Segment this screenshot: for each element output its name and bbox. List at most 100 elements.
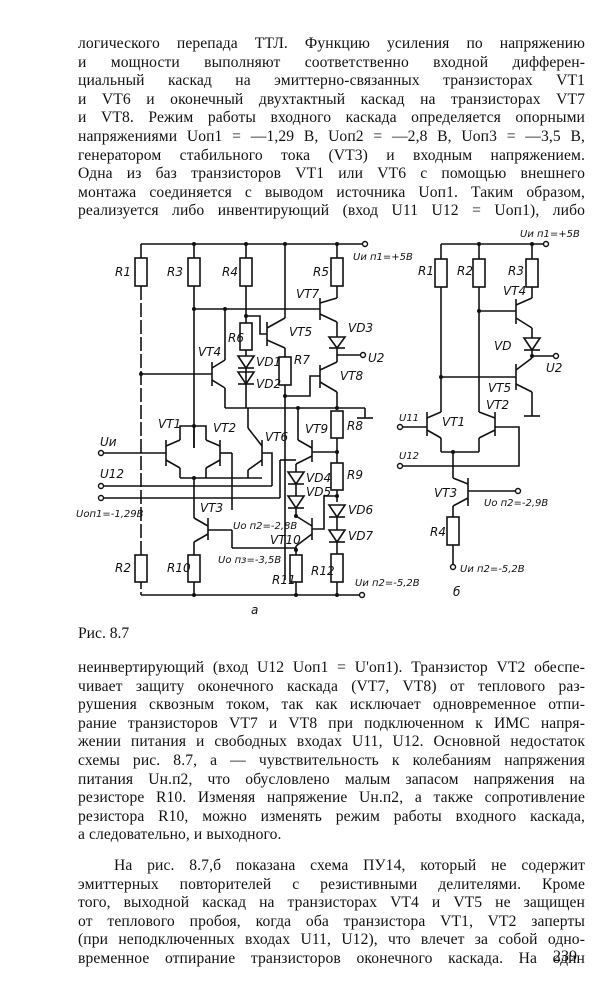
text-line: циальный каскад на эмиттерно-связанных т… bbox=[78, 72, 585, 90]
diode-vd5 bbox=[286, 495, 306, 510]
schematic-panel-b bbox=[396, 240, 560, 571]
text-line: логического перепада ТТЛ. Функцию усилен… bbox=[78, 35, 585, 52]
text-line: и VT6 и оконечный двухтактный каскад на … bbox=[78, 90, 585, 108]
label-input-2-b: U12 bbox=[399, 451, 419, 462]
label-r2-b: R2 bbox=[457, 264, 473, 278]
label-panel-b: б bbox=[453, 585, 461, 599]
output-terminal-u2-b bbox=[552, 352, 560, 360]
label-vd1: VD1 bbox=[256, 355, 281, 369]
label-supply-neg-b: Uи п2=-5,2В bbox=[460, 564, 525, 575]
text-line: монтажа соединяется с выводом источника … bbox=[78, 183, 585, 201]
label-vd3: VD3 bbox=[348, 321, 373, 335]
label-r11: R11 bbox=[272, 573, 296, 587]
resistor-r4-b bbox=[446, 516, 460, 546]
label-ref1: Uоп1=-1,29В bbox=[76, 509, 144, 520]
label-r12: R12 bbox=[311, 564, 335, 578]
resistor-r3 bbox=[187, 257, 201, 287]
label-supply-pos-b: Uи п1=+5В bbox=[520, 229, 580, 240]
label-ref2-b: Uо п2=-2,9В bbox=[484, 498, 548, 509]
label-vd-b: VD bbox=[494, 339, 511, 353]
label-vd7: VD7 bbox=[348, 529, 373, 543]
label-vt7: VT7 bbox=[296, 287, 320, 301]
input-terminal-u11-b bbox=[396, 423, 404, 431]
label-r8: R8 bbox=[347, 419, 363, 433]
diode-vd4 bbox=[286, 471, 306, 486]
label-vt8: VT8 bbox=[340, 369, 364, 383]
label-vt6: VT6 bbox=[265, 430, 289, 444]
text-line: чивает защиту оконечного каскада (VT7, V… bbox=[78, 677, 585, 695]
schematic-panel-a bbox=[97, 240, 373, 599]
text-line: неинвертирующий (вход U12 Uоп1 = U'оп1).… bbox=[78, 659, 585, 676]
label-r10: R10 bbox=[167, 561, 191, 575]
label-ref2: Uо п2=-2,8В bbox=[233, 521, 297, 532]
text-line: схемы рис. 8.7, а — чувствительность к к… bbox=[78, 751, 585, 769]
text-line: того, выходной каскад на транзисторах VT… bbox=[78, 894, 585, 912]
resistor-r2-b bbox=[472, 258, 486, 288]
resistor-r1 bbox=[134, 257, 148, 287]
supply-terminal-neg bbox=[358, 591, 366, 599]
text-line: (при неподключенных входах U11, U12), чт… bbox=[78, 931, 585, 949]
diode-vd6 bbox=[327, 504, 347, 519]
paragraph-top: логического перепада ТТЛ. Функцию усилен… bbox=[78, 35, 585, 221]
label-r1-b: R1 bbox=[418, 264, 434, 278]
label-vt1-b: VT1 bbox=[442, 415, 465, 429]
resistor-r5 bbox=[330, 257, 344, 287]
label-vd5: VD5 bbox=[306, 485, 331, 499]
diode-vd7 bbox=[327, 529, 347, 544]
resistor-r3-b bbox=[525, 258, 539, 288]
label-supply-neg: Uи п2=-5,2В bbox=[355, 578, 420, 589]
text-line: эмиттерных повторителей с резистивными д… bbox=[78, 875, 585, 893]
text-line: резисторе R10. Изменяя напряжение Uн.п2,… bbox=[78, 789, 585, 807]
resistor-r4 bbox=[239, 257, 253, 287]
text-line: а следовательно, и выходного. bbox=[78, 826, 282, 844]
text-line: На рис. 8.7,б показана схема ПУ14, котор… bbox=[114, 857, 585, 874]
label-panel-a: а bbox=[251, 603, 258, 617]
label-input-1: Uи bbox=[100, 435, 117, 449]
label-vt3: VT3 bbox=[200, 501, 223, 515]
page-number: 239 bbox=[553, 948, 577, 965]
resistor-r2 bbox=[134, 554, 148, 583]
paragraph-middle: неинвертирующий (вход U12 Uоп1 = U'оп1).… bbox=[78, 659, 585, 845]
ref-terminal-b bbox=[514, 487, 522, 495]
text-line: питания Uн.п2, что обусловлено малым зап… bbox=[78, 770, 585, 788]
resistor-r1-b bbox=[434, 258, 448, 288]
text-line: напряжениями Uоп1 = —1,29 В, Uоп2 = —2,8… bbox=[78, 127, 585, 145]
text-line: и VT8. Режим работы входного каскада опр… bbox=[78, 109, 585, 127]
label-r3: R3 bbox=[167, 265, 183, 279]
label-vt5: VT5 bbox=[289, 325, 312, 339]
output-terminal-u2 bbox=[359, 351, 367, 359]
text-line: Одна из баз транзисторов VT1 или VT6 с п… bbox=[78, 165, 585, 183]
text-line: от теплового пробоя, когда оба транзисто… bbox=[78, 912, 585, 930]
label-r9: R9 bbox=[347, 468, 363, 482]
label-vt2: VT2 bbox=[213, 421, 236, 435]
ref-terminal-uon1 bbox=[97, 494, 105, 502]
label-r6: R6 bbox=[228, 331, 244, 345]
label-r1: R1 bbox=[115, 265, 131, 279]
text-line: резистора R10, можно изменять режим рабо… bbox=[78, 807, 585, 825]
paragraph-bottom: На рис. 8.7,б показана схема ПУ14, котор… bbox=[78, 857, 585, 969]
label-r4: R4 bbox=[222, 265, 238, 279]
label-vt9: VT9 bbox=[305, 422, 328, 436]
label-r4-b: R4 bbox=[430, 525, 446, 539]
label-vt10: VT10 bbox=[270, 533, 301, 547]
input-terminal-u12-b bbox=[396, 462, 404, 470]
label-vd6: VD6 bbox=[348, 503, 373, 517]
label-r2: R2 bbox=[115, 561, 131, 575]
supply-terminal-pos bbox=[361, 240, 369, 248]
input-terminal-u11 bbox=[97, 449, 105, 457]
text-line: генератором стабильного тока (VT3) и вхо… bbox=[78, 146, 585, 164]
resistor-r8 bbox=[330, 410, 344, 439]
text-line: реализуется либо инвентирующий (вход U11… bbox=[78, 202, 585, 220]
label-r3-b: R3 bbox=[508, 264, 524, 278]
input-terminal-u12 bbox=[97, 482, 105, 490]
diode-vd-b bbox=[522, 337, 542, 352]
resistor-r9 bbox=[330, 462, 344, 491]
label-vt3-b: VT3 bbox=[434, 486, 457, 500]
supply-terminal-pos-b bbox=[542, 240, 550, 248]
label-vd4: VD4 bbox=[306, 471, 331, 485]
label-vd2: VD2 bbox=[256, 377, 281, 391]
circuit-figure-8-7: R1 R3 R4 R5 R6 R7 R8 R9 R2 R10 R11 R12 V… bbox=[76, 229, 580, 617]
label-vt2-b: VT2 bbox=[486, 398, 509, 412]
label-input-2: U12 bbox=[100, 467, 124, 481]
diode-vd1 bbox=[236, 355, 256, 370]
